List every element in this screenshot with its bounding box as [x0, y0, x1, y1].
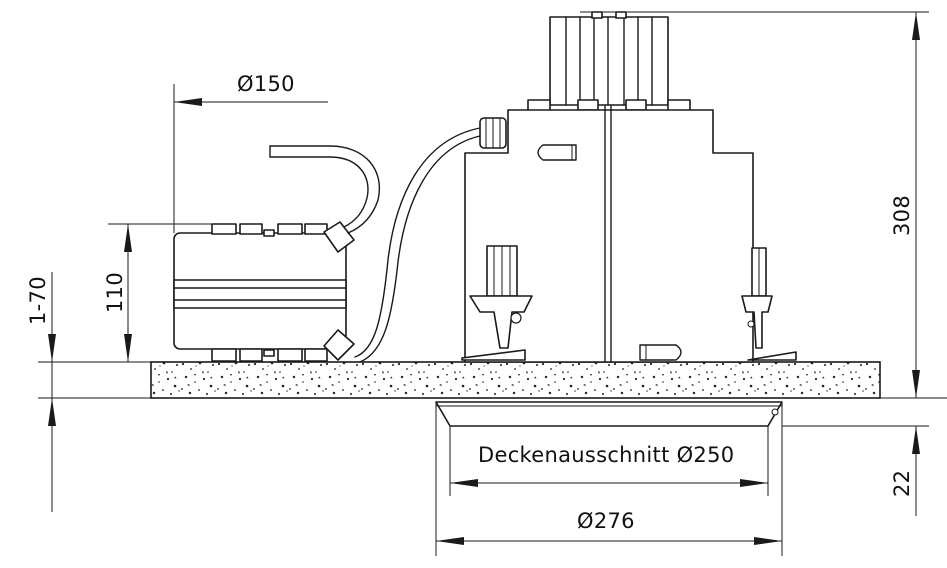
outer-diameter-label: Ø276: [577, 509, 635, 533]
ceiling-slab: [150, 361, 881, 399]
ceiling-cutout-label: Deckenausschnitt Ø250: [478, 443, 734, 467]
driver-box: [173, 223, 347, 362]
total-height-label: 308: [890, 195, 914, 236]
driver-height-label: 110: [103, 272, 127, 313]
trim-height-label: 22: [890, 470, 914, 497]
driver-diameter-label: Ø150: [237, 72, 295, 96]
spring-clip-right: [741, 247, 797, 361]
driver-cable-gland-bottom: [323, 329, 355, 361]
trim-ring: [435, 401, 783, 427]
driver-input-cable: [269, 145, 381, 234]
cable: [354, 127, 481, 358]
driver-cable-gland-top: [323, 221, 355, 253]
ceiling-thickness-label: 1-70: [26, 276, 50, 325]
spring-clip-left: [461, 245, 533, 361]
cable-gland: [479, 117, 507, 149]
heat-sink: [527, 11, 691, 113]
luminaire-housing: [464, 105, 754, 363]
